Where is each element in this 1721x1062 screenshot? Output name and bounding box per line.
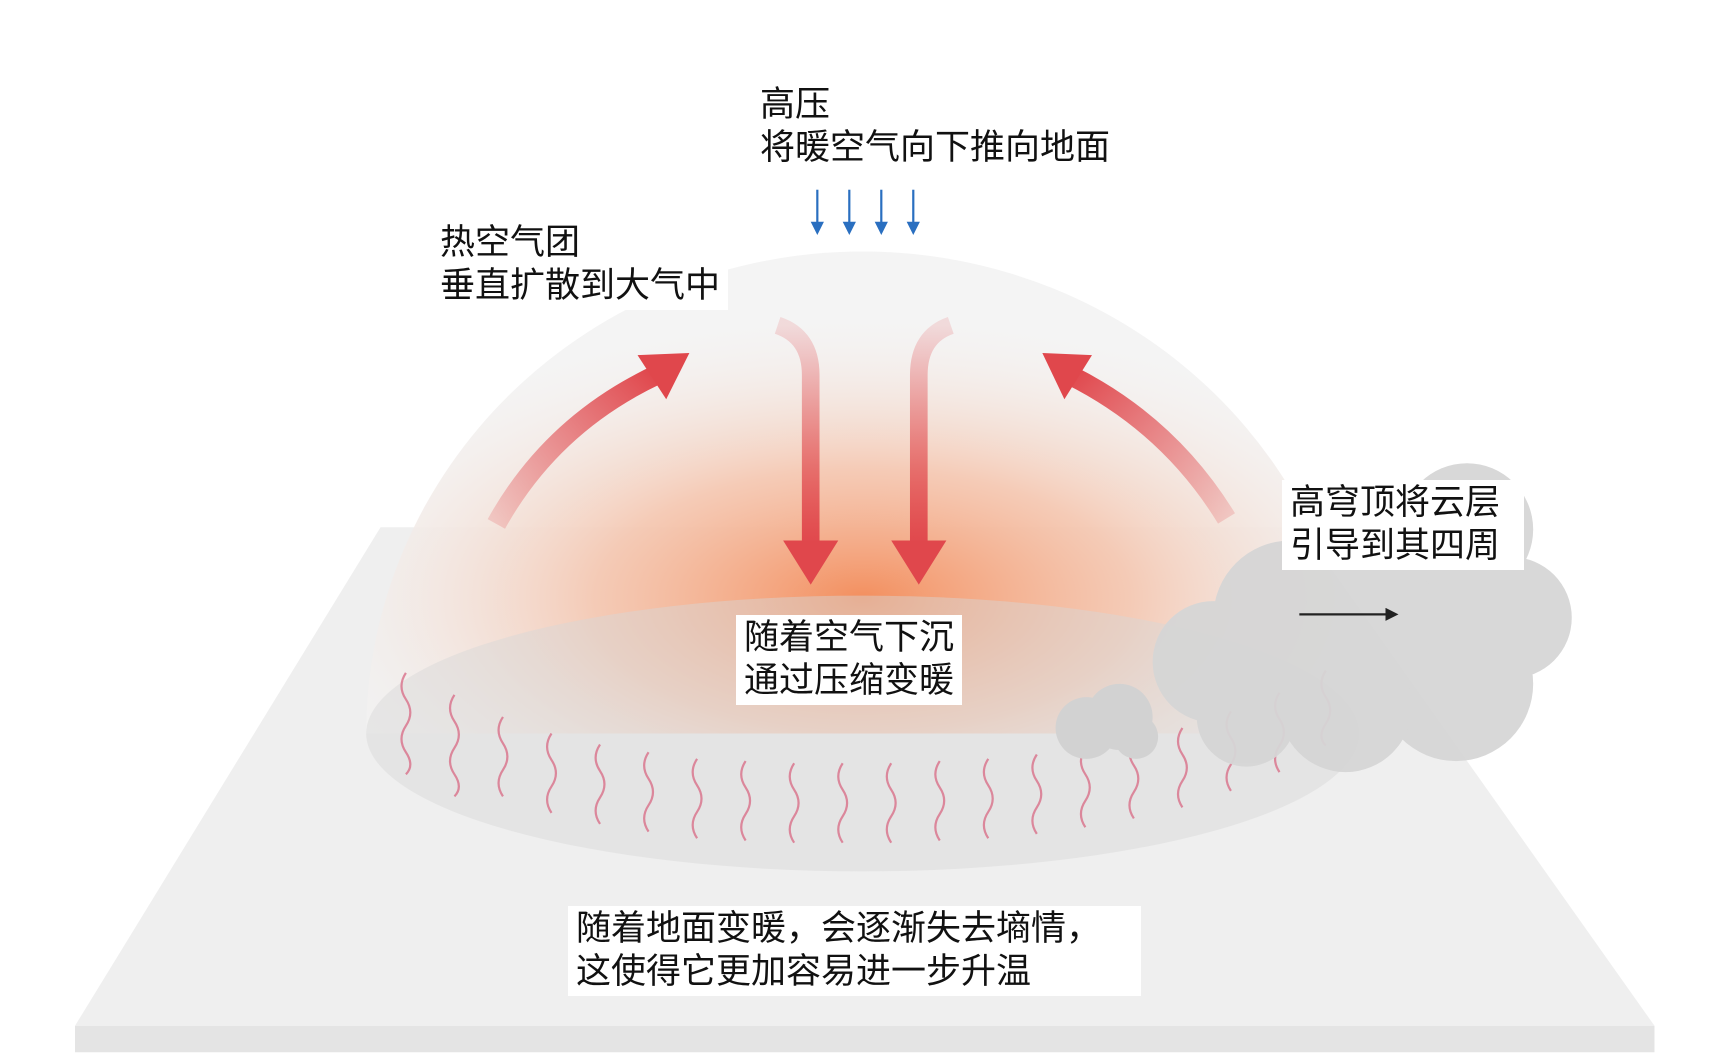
dome-cloud-label: 高穹顶将云层 引导到其四周 — [1282, 480, 1525, 570]
label-line: 通过压缩变暖 — [744, 661, 955, 701]
label-line: 热空气团 — [440, 223, 581, 263]
heat-mass-label: 热空气团 垂直扩散到大气中 — [432, 220, 729, 310]
pressure-arrows — [810, 189, 920, 235]
sinking-air-label: 随着空气下沉 通过压缩变暖 — [736, 615, 963, 705]
rising-arrow-left — [487, 366, 661, 529]
sinking-arrow-left — [774, 317, 820, 546]
label-line: 随着空气下沉 — [744, 618, 955, 658]
label-line: 将暖空气向下推向地面 — [760, 128, 1111, 168]
sinking-arrow-right — [909, 317, 955, 546]
label-line: 高压 — [760, 85, 831, 125]
label-line: 随着地面变暖，会逐渐失去墒情， — [576, 909, 1102, 949]
label-line: 引导到其四周 — [1290, 526, 1501, 566]
ground-warming-label: 随着地面变暖，会逐渐失去墒情， 这使得它更加容易进一步升温 — [568, 906, 1142, 996]
rising-arrow-right — [1065, 366, 1236, 524]
label-line: 这使得它更加容易进一步升温 — [576, 952, 1032, 992]
label-line: 垂直扩散到大气中 — [440, 266, 721, 306]
small-cloud-icon — [1055, 683, 1159, 759]
dome-base — [366, 595, 1359, 872]
high-pressure-label: 高压 将暖空气向下推向地面 — [752, 82, 1118, 172]
label-line: 高穹顶将云层 — [1290, 483, 1501, 523]
ground-slab — [75, 1025, 1655, 1053]
